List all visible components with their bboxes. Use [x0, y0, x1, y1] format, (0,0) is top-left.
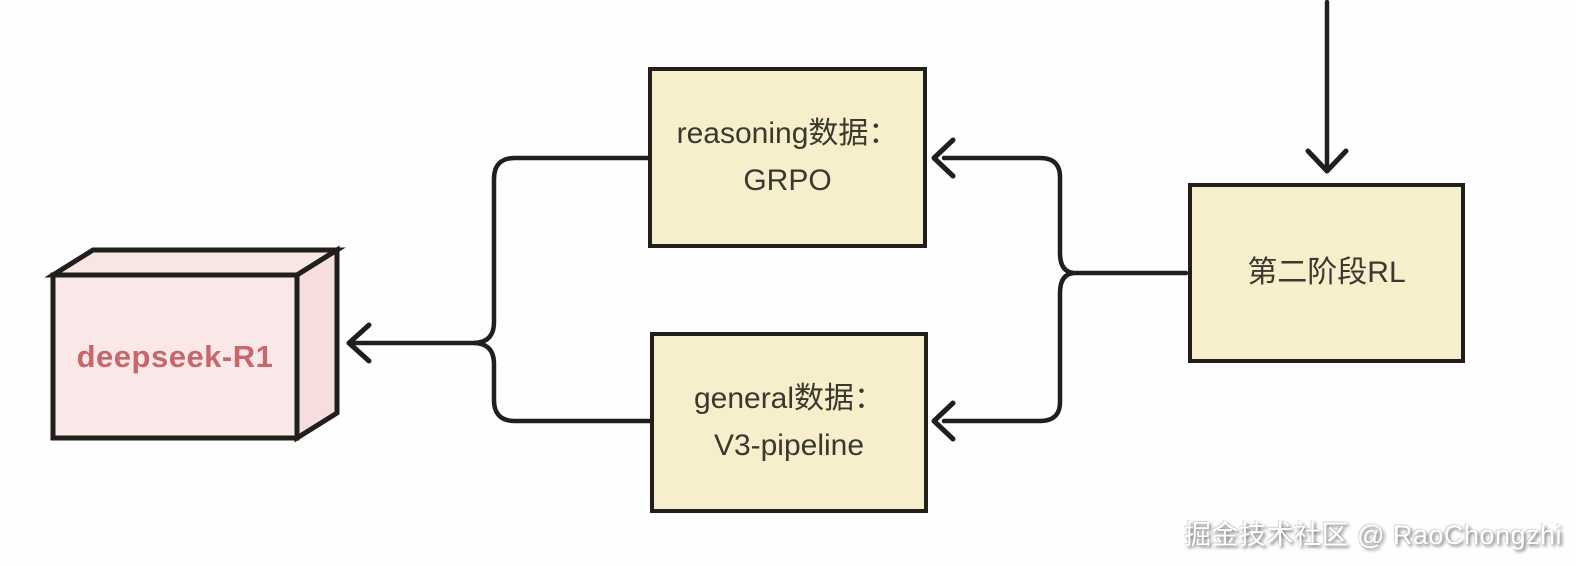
node-general: general数据： V3-pipeline — [650, 332, 928, 513]
edge-data-boxes-to-deepseek — [349, 155, 653, 424]
arrowhead-left-deepseek-icon — [346, 322, 372, 364]
arrowhead-left-reasoning-icon — [931, 137, 956, 179]
node-reasoning-line1: reasoning数据： — [676, 117, 899, 150]
arrowhead-down-icon — [1305, 148, 1349, 174]
node-reasoning-line2: GRPO — [743, 163, 832, 197]
node-reasoning: reasoning数据： GRPO — [648, 67, 927, 248]
deepseek-box-front-face — [50, 272, 300, 441]
edge-stage2-to-data-boxes — [941, 155, 1189, 424]
node-general-line2: V3-pipeline — [713, 428, 865, 462]
node-stage2-rl: 第二阶段RL — [1188, 183, 1465, 363]
node-stage2-label: 第二阶段RL — [1247, 255, 1406, 289]
deepseek-box-top-face — [44, 247, 346, 278]
node-general-line1: general数据： — [693, 382, 885, 415]
deepseek-box-side-face — [294, 245, 340, 443]
node-deepseek-label: deepseek-R1 — [76, 338, 274, 374]
arrowhead-left-general-icon — [931, 400, 956, 442]
watermark: 掘金技术社区 @ RaoChongzhi — [1183, 520, 1562, 550]
